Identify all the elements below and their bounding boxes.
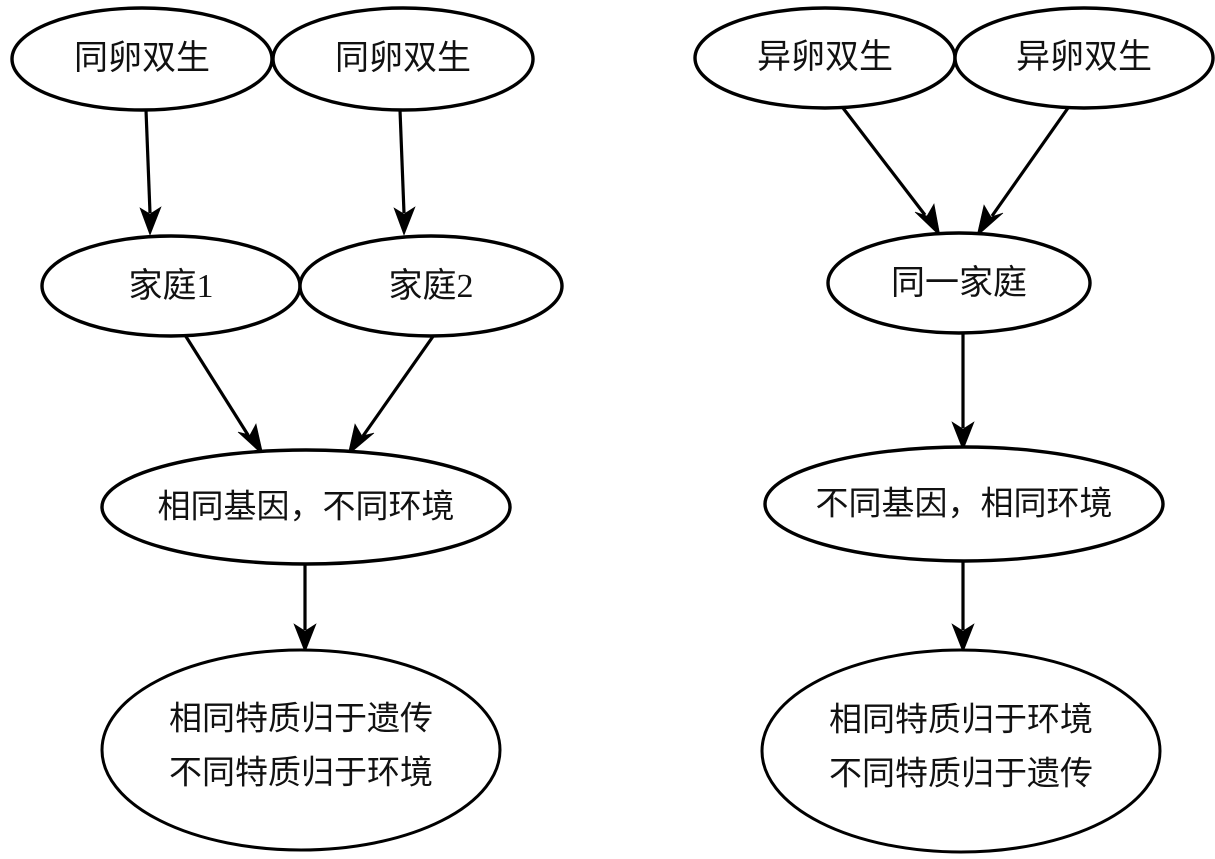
arrowhead-family-2-to-condition [347, 423, 375, 456]
different-genes-same-environment-label: 不同基因，相同环境 [816, 486, 1113, 523]
node-same-genes-different-environment[interactable]: 相同基因，不同环境 [100, 448, 512, 566]
arrowhead-condition-to-conclusion-right [951, 623, 975, 653]
node-different-genes-same-environment[interactable]: 不同基因，相同环境 [763, 445, 1165, 563]
node-identical-twin-b[interactable]: 同卵双生 [271, 6, 535, 112]
edge-identical-a-to-family-1 [144, 109, 152, 214]
fraternal-twin-b-shape[interactable] [953, 6, 1215, 110]
fraternal-twin-b-label: 异卵双生 [1016, 38, 1152, 76]
left-panel-group: 同卵双生 同卵双生 家庭1 家庭2 相同基因，不同环境 相同特质归于遗传 [10, 6, 564, 852]
edge-fraternal-a-to-same-family [841, 107, 927, 216]
arrowhead-same-family-to-condition [951, 421, 975, 451]
node-conclusion-genetics[interactable]: 相同特质归于遗传 不同特质归于环境 [100, 648, 502, 852]
same-family-label: 同一家庭 [891, 264, 1027, 302]
conclusion-environment-line-1: 相同特质归于环境 [829, 702, 1093, 739]
different-genes-same-environment-shape[interactable] [763, 445, 1165, 563]
identical-twin-a-label: 同卵双生 [74, 39, 210, 77]
identical-twin-b-label: 同卵双生 [335, 39, 471, 77]
left-panel-edges [139, 109, 436, 653]
same-genes-different-environment-label: 相同基因，不同环境 [158, 489, 455, 526]
family-2-shape[interactable] [298, 234, 564, 338]
node-family-2[interactable]: 家庭2 [298, 234, 564, 338]
node-fraternal-twin-a[interactable]: 异卵双生 [693, 6, 957, 110]
arrowhead-fraternal-b-to-same-family [976, 204, 1004, 237]
same-genes-different-environment-shape[interactable] [100, 448, 512, 566]
edge-identical-b-to-family-2 [398, 109, 406, 214]
family-2-label: 家庭2 [389, 267, 474, 305]
node-conclusion-environment[interactable]: 相同特质归于环境 不同特质归于遗传 [760, 648, 1162, 854]
node-family-1[interactable]: 家庭1 [40, 234, 302, 338]
conclusion-environment-line-2: 不同特质归于遗传 [829, 756, 1093, 793]
edge-family-1-to-condition [183, 334, 250, 436]
node-fraternal-twin-b[interactable]: 异卵双生 [953, 6, 1215, 110]
node-identical-twin-a[interactable]: 同卵双生 [10, 6, 274, 112]
family-1-label: 家庭1 [129, 267, 214, 305]
identical-twin-b-shape[interactable] [271, 6, 535, 112]
edge-fraternal-b-to-same-family [990, 107, 1070, 217]
arrowhead-identical-b-to-family-2 [393, 206, 416, 236]
arrowhead-condition-to-conclusion-left [293, 623, 317, 653]
conclusion-genetics-line-2: 不同特质归于环境 [169, 755, 433, 792]
arrowhead-identical-a-to-family-1 [139, 206, 162, 236]
arrowhead-fraternal-a-to-same-family [914, 203, 941, 237]
fraternal-twin-a-label: 异卵双生 [757, 38, 893, 76]
right-panel-group: 异卵双生 异卵双生 同一家庭 不同基因，相同环境 相同特质归于环境 不同特质归于… [693, 6, 1215, 854]
edge-family-2-to-condition [361, 334, 436, 437]
conclusion-environment-shape[interactable] [760, 648, 1162, 854]
conclusion-genetics-line-1: 相同特质归于遗传 [169, 701, 433, 738]
arrowhead-family-1-to-condition [237, 423, 264, 456]
node-same-family[interactable]: 同一家庭 [826, 231, 1092, 335]
conclusion-genetics-shape[interactable] [100, 648, 502, 852]
right-panel-edges [841, 107, 1070, 653]
same-family-shape[interactable] [826, 231, 1092, 335]
